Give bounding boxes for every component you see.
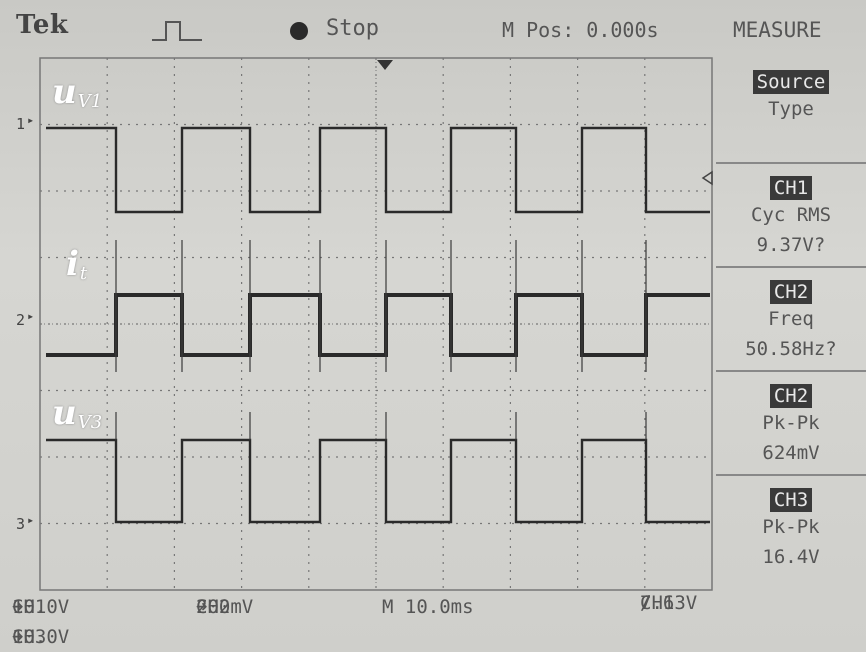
menu-source-type[interactable]: Source Type: [716, 58, 866, 162]
source-button[interactable]: Source: [752, 70, 830, 94]
trace-uv1: [46, 126, 710, 214]
measure-slot-3[interactable]: CH2 Pk-Pk 624mV: [716, 370, 866, 476]
trace-it: [46, 293, 710, 357]
measure-1-type: Cyc RMS: [750, 204, 832, 226]
measure-4-channel: CH3: [769, 488, 813, 512]
ch3-marker-arrow-icon: ▸: [27, 513, 35, 527]
measure-4-value: 16.4V: [762, 546, 820, 568]
run-state-label: Stop: [326, 16, 379, 41]
trace-label-uv3: uV3: [52, 393, 103, 433]
brand-logo: Tek: [16, 10, 69, 40]
measure-3-type: Pk-Pk: [762, 412, 820, 434]
measure-3-channel: CH2: [769, 384, 813, 408]
ch1-marker: 1: [16, 115, 26, 133]
measure-2-channel: CH2: [769, 280, 813, 304]
measure-slot-2[interactable]: CH2 Freq 50.58Hz?: [716, 266, 866, 372]
trigger-position-icon: [377, 60, 393, 70]
trigger-level-icon: [701, 170, 713, 186]
measure-4-type: Pk-Pk: [762, 516, 820, 538]
bottom-status-bar: CH1➜10.0V CH2➜200mV M 10.0ms CH1 ∕ 7.63V…: [12, 592, 698, 648]
horizontal-position: M Pos: 0.000s: [502, 18, 659, 42]
measure-2-type: Freq: [768, 308, 814, 330]
waveform-traces: [46, 126, 710, 524]
ch3-marker: 3: [16, 515, 26, 533]
menu-title: MEASURE: [733, 18, 822, 42]
measure-1-channel: CH1: [769, 176, 813, 200]
measure-2-value: 50.58Hz?: [745, 338, 837, 360]
measure-3-value: 624mV: [762, 442, 820, 464]
ch2-marker: 2: [16, 311, 26, 329]
measure-slot-1[interactable]: CH1 Cyc RMS 9.37V?: [716, 162, 866, 268]
trace-label-it: it: [66, 244, 88, 284]
rising-edge-icon: ∕: [640, 592, 652, 614]
ch2-marker-arrow-icon: ▸: [27, 309, 35, 323]
measure-side-menu: Source Type CH1 Cyc RMS 9.37V? CH2 Freq …: [716, 58, 866, 590]
ground-arrow-icon: ➜: [12, 626, 24, 648]
measure-1-value: 9.37V?: [756, 234, 826, 256]
pulse-trigger-icon: [152, 21, 202, 41]
type-label: Type: [768, 98, 814, 120]
ground-arrow-icon: ➜: [12, 596, 24, 618]
ch1-marker-arrow-icon: ▸: [27, 113, 35, 127]
top-status-bar: Tek Stop M Pos: 0.000s MEASURE: [0, 0, 866, 48]
ground-arrow-icon: ➜: [196, 596, 208, 618]
run-state-icon: [290, 22, 308, 40]
measure-slot-4[interactable]: CH3 Pk-Pk 16.4V: [716, 474, 866, 592]
trace-uv3: [46, 438, 710, 524]
trace-label-uv1: uV1: [52, 72, 103, 112]
timebase-readout: M 10.0ms: [382, 596, 474, 618]
graticule: [39, 57, 713, 591]
